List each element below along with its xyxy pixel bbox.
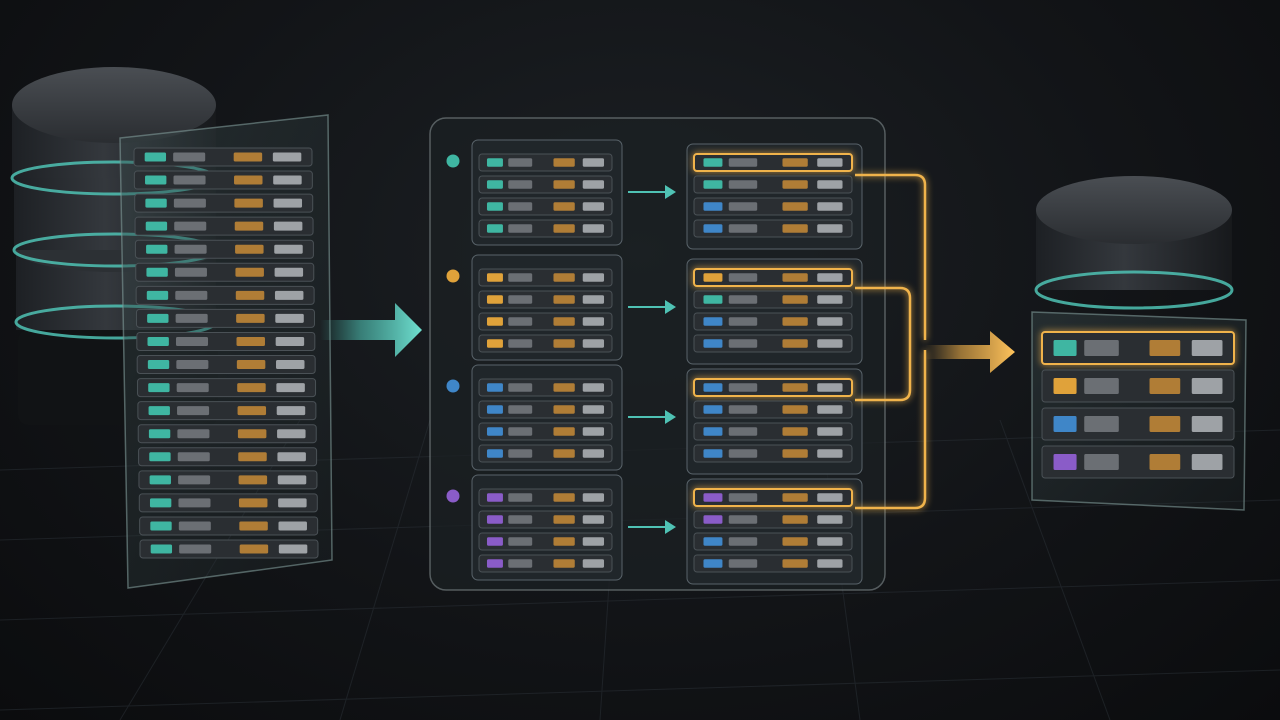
destination-row-purple [1041, 445, 1235, 479]
partitions [446, 139, 863, 585]
output-row [693, 197, 853, 216]
input-row [478, 219, 613, 238]
output-row [693, 219, 853, 238]
source-row [133, 170, 313, 190]
source-row [137, 401, 317, 421]
source-row [139, 516, 319, 536]
source-row [137, 378, 317, 398]
transform-arrow-icon [628, 185, 676, 199]
partition-panel [429, 117, 886, 591]
output-row [693, 488, 853, 507]
destination-rows [1041, 331, 1235, 479]
output-row [693, 175, 853, 194]
input-row [478, 153, 613, 172]
source-row [135, 285, 315, 305]
destination-database-icon [1034, 176, 1234, 310]
partition-orange [446, 254, 863, 365]
output-row [693, 153, 853, 172]
destination-row-blue [1041, 407, 1235, 441]
partition-blue [446, 364, 863, 475]
source-row [136, 355, 316, 375]
destination-row-orange [1041, 369, 1235, 403]
merge-connectors [855, 173, 927, 510]
source-row [137, 424, 317, 444]
input-row [478, 290, 613, 309]
output-row [693, 444, 853, 463]
source-row [135, 308, 315, 328]
input-row [478, 488, 613, 507]
output-row [693, 378, 853, 397]
source-row [138, 493, 318, 513]
transform-arrow-icon [628, 300, 676, 314]
source-row [136, 331, 316, 351]
input-row [478, 378, 613, 397]
input-row [478, 268, 613, 287]
output-row [693, 510, 853, 529]
source-row [138, 447, 318, 467]
input-row [478, 334, 613, 353]
output-row [693, 312, 853, 331]
output-row [693, 554, 853, 573]
input-row [478, 532, 613, 551]
source-row [139, 539, 319, 559]
source-row [134, 239, 314, 259]
input-row [478, 175, 613, 194]
destination-row-teal [1041, 331, 1235, 365]
source-row [133, 147, 313, 167]
source-table-panel [119, 114, 333, 589]
transform-arrow-icon [628, 520, 676, 534]
partition-dot-purple [446, 489, 460, 503]
source-row [134, 216, 314, 236]
input-row [478, 197, 613, 216]
input-row [478, 510, 613, 529]
output-row [693, 422, 853, 441]
input-row [478, 400, 613, 419]
input-row [478, 554, 613, 573]
source-rows [133, 147, 319, 559]
output-row [693, 400, 853, 419]
source-row [135, 262, 315, 282]
input-row [478, 312, 613, 331]
partition-teal [446, 139, 863, 250]
source-row [138, 470, 318, 490]
input-row [478, 422, 613, 441]
ingest-arrow-icon [320, 303, 422, 357]
input-row [478, 444, 613, 463]
transform-arrow-icon [628, 410, 676, 424]
output-arrow-icon [925, 331, 1015, 373]
output-row [693, 290, 853, 309]
output-row [693, 532, 853, 551]
partition-dot-orange [446, 269, 460, 283]
partition-dot-teal [446, 154, 460, 168]
destination-table-panel [1031, 311, 1247, 511]
partition-dot-blue [446, 379, 460, 393]
output-row [693, 334, 853, 353]
source-row [134, 193, 314, 213]
output-row [693, 268, 853, 287]
partition-purple [446, 474, 863, 585]
